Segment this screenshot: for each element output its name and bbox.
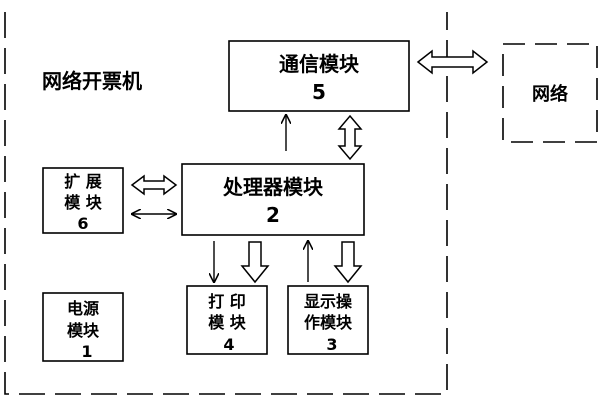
expand-cpu-hollow-arrow (130, 174, 178, 196)
display-module-number: 3 (326, 335, 337, 354)
expand-module-box (42, 167, 124, 234)
printer-module-line1: 打 印 (208, 292, 246, 311)
comm-module-name: 通信模块 (279, 52, 360, 76)
expand-module-line1: 扩 展 (64, 172, 103, 191)
printer-module-box (186, 285, 268, 355)
display-module-line2: 作模块 (304, 313, 353, 332)
display-module-box (287, 285, 369, 355)
power-module-box (42, 292, 124, 362)
expand-module-line2: 模 块 (64, 193, 103, 212)
display-module-line1: 显示操 (304, 292, 353, 311)
cpu-module-number: 2 (266, 203, 280, 227)
comm-network-hollow-arrow (416, 49, 489, 75)
cpu-module-name: 处理器模块 (222, 175, 324, 199)
printer-module-line2: 模 块 (208, 313, 247, 332)
system-boundary (4, 12, 448, 395)
power-module-number: 1 (81, 342, 92, 361)
cpu-comm-hollow-arrow (337, 114, 363, 161)
system-title: 网络开票机 (42, 69, 142, 93)
expand-module-number: 6 (77, 214, 88, 233)
printer-module-number: 4 (223, 335, 234, 354)
network-label: 网络 (532, 83, 568, 105)
network-box (502, 43, 598, 143)
comm-module-number: 5 (312, 80, 326, 104)
cpu-printer-hollow-arrow (240, 241, 270, 284)
power-module-line2: 模块 (67, 321, 100, 340)
comm-module-box (228, 40, 410, 112)
power-module-line1: 电源 (67, 299, 99, 318)
cpu-module-box (181, 163, 365, 236)
cpu-display-hollow-arrow (333, 241, 363, 284)
